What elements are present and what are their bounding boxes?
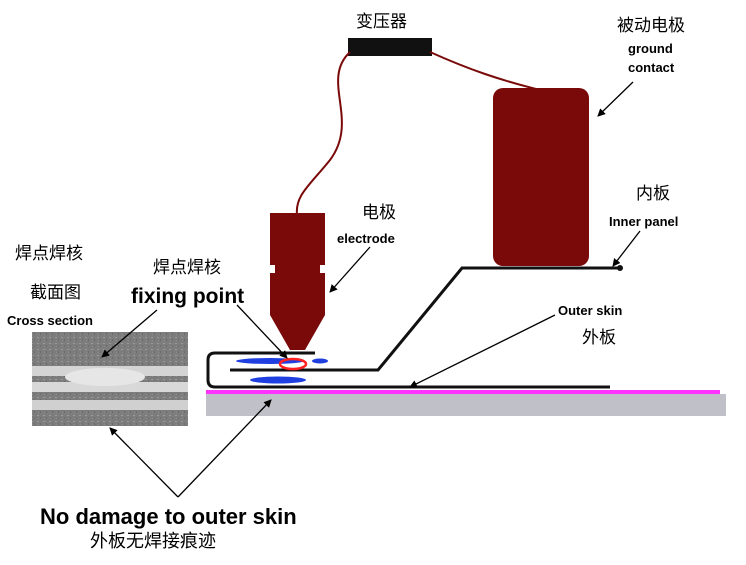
cross-section-label-en: Cross section xyxy=(7,313,93,328)
base-plate xyxy=(206,394,726,416)
electrode-label-zh: 电极 xyxy=(362,203,396,223)
transformer-label: 变压器 xyxy=(356,12,407,32)
weld-blue-bottom xyxy=(250,376,306,384)
fixing-point-label-zh: 焊点焊核 xyxy=(153,258,221,278)
outer-skin-sheet xyxy=(206,390,720,394)
inner-panel-line xyxy=(230,266,620,372)
no-damage-arrow-right xyxy=(177,399,272,498)
ground-contact-label-zh: 被动电极 xyxy=(617,16,685,36)
outer-skin-label-zh: 外板 xyxy=(582,328,616,348)
weld-nugget-ring xyxy=(278,357,308,371)
ground-contact-label-en-1: ground xyxy=(628,41,673,56)
electrode-cable xyxy=(295,51,351,216)
ground-contact-arrow xyxy=(597,81,634,117)
inner-panel-end xyxy=(617,265,623,271)
fixing-point-arrow xyxy=(236,304,288,359)
nugget-arrow xyxy=(101,309,158,358)
electrode-arrow xyxy=(329,246,371,293)
outer-skin-hem xyxy=(206,351,610,389)
fixing-point-label-en: fixing point xyxy=(131,285,245,308)
weld-blue-mid xyxy=(312,358,328,364)
outer-skin-label-en: Outer skin xyxy=(558,303,623,318)
inner-panel-arrow xyxy=(612,230,641,267)
no-damage-label-en: No damage to outer skin xyxy=(40,504,297,529)
cross-section-label-zh: 截面图 xyxy=(30,283,81,303)
nugget-label-zh: 焊点焊核 xyxy=(15,244,83,264)
outer-skin-arrow xyxy=(409,314,556,388)
ground-contact-block xyxy=(493,88,589,266)
ground-contact-label-en-2: contact xyxy=(628,60,675,75)
no-damage-label-zh: 外板无焊接痕迹 xyxy=(90,531,216,552)
ground-cable xyxy=(429,51,541,91)
electrode-label-en: electrode xyxy=(337,231,395,246)
electrode-body xyxy=(270,213,325,350)
inner-panel-label-zh: 内板 xyxy=(636,184,670,204)
inner-panel-label-en: Inner panel xyxy=(609,214,679,229)
no-damage-arrow-left xyxy=(109,427,179,498)
cross-section-image xyxy=(32,332,188,426)
transformer-block xyxy=(348,38,432,56)
